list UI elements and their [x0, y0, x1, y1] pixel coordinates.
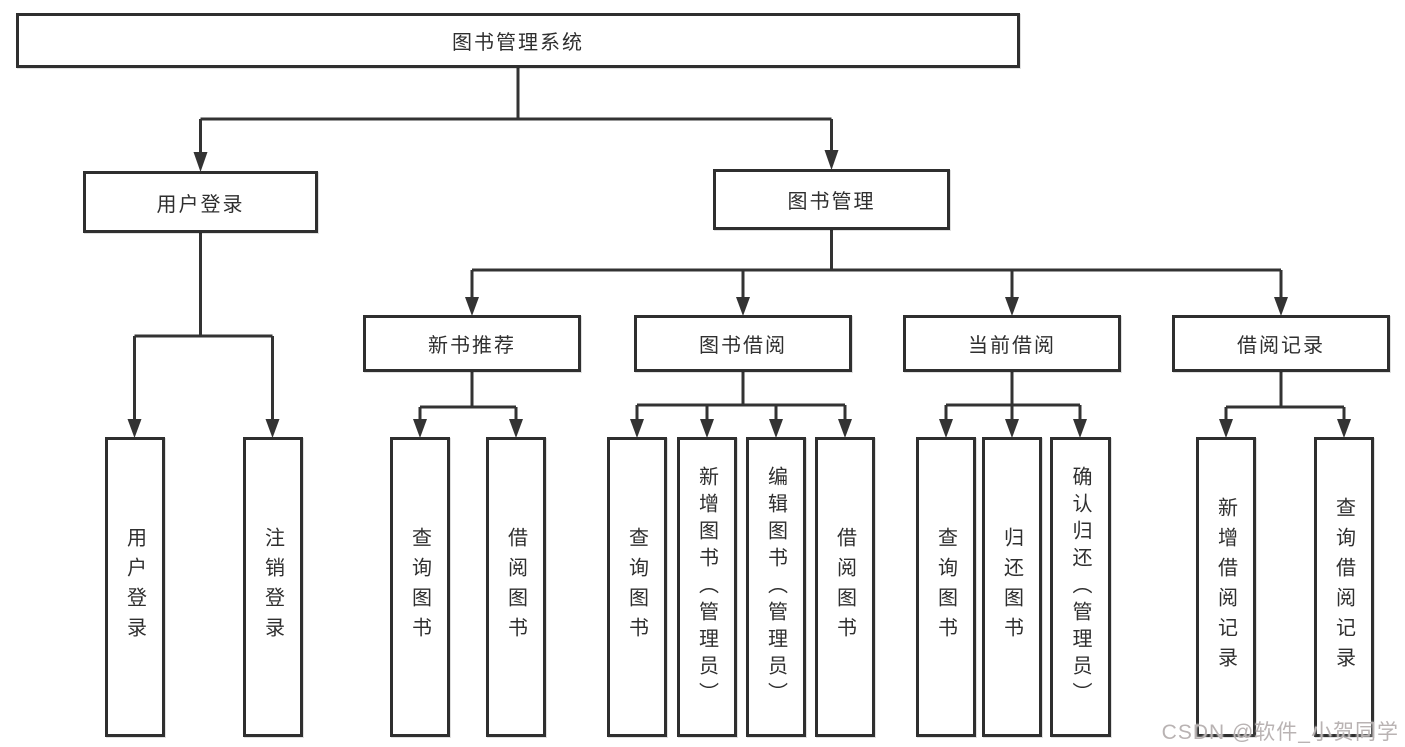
leaf-newbooks-query: 查询图书	[390, 437, 450, 737]
node-book-borrow: 图书借阅	[634, 315, 852, 372]
leaf-logout-label: 注销登录	[261, 527, 284, 647]
edge-borrowrecords-to-leaves	[1219, 372, 1351, 438]
leaf-records-add: 新增借阅记录	[1196, 437, 1256, 737]
leaf-records-query: 查询借阅记录	[1314, 437, 1374, 737]
node-book-management-branch: 图书管理	[713, 169, 950, 230]
node-root-label: 图书管理系统	[452, 32, 584, 54]
edge-root-to-level2	[193, 68, 839, 172]
node-user-login-branch-label: 用户登录	[156, 193, 245, 216]
leaf-bookborrow-edit-admin-label: 编辑图书（管理员）	[764, 465, 787, 709]
node-book-borrow-label: 图书借阅	[699, 335, 787, 357]
leaf-currentborrow-confirm-admin-label: 确认归还（管理员）	[1069, 465, 1091, 709]
edge-bookborrow-to-leaves	[630, 372, 852, 438]
leaf-user-login: 用户登录	[105, 437, 165, 737]
edge-currentborrow-to-leaves	[939, 372, 1087, 438]
leaf-records-query-label: 查询借阅记录	[1332, 497, 1355, 677]
leaf-newbooks-borrow-label: 借阅图书	[504, 527, 527, 647]
leaf-bookborrow-borrow: 借阅图书	[815, 437, 875, 737]
node-user-login-branch: 用户登录	[83, 171, 318, 233]
leaf-currentborrow-return: 归还图书	[982, 437, 1042, 737]
leaf-newbooks-query-label: 查询图书	[408, 527, 431, 647]
leaf-user-login-label: 用户登录	[123, 527, 146, 647]
edge-management-to-level3	[465, 230, 1288, 316]
csdn-watermark: CSDN @软件_小贺同学	[1161, 721, 1399, 744]
leaf-bookborrow-add-admin: 新增图书（管理员）	[677, 437, 737, 737]
node-new-book-recommend: 新书推荐	[363, 315, 581, 372]
node-borrow-records-label: 借阅记录	[1237, 335, 1325, 357]
leaf-bookborrow-add-admin-label: 新增图书（管理员）	[695, 465, 718, 709]
leaf-currentborrow-query: 查询图书	[916, 437, 976, 737]
node-current-borrow: 当前借阅	[903, 315, 1121, 372]
node-book-management-branch-label: 图书管理	[787, 191, 876, 213]
leaf-logout: 注销登录	[243, 437, 303, 737]
edge-login-to-leaves	[127, 233, 280, 438]
leaf-bookborrow-borrow-label: 借阅图书	[833, 527, 856, 647]
leaf-currentborrow-confirm-admin: 确认归还（管理员）	[1050, 437, 1111, 737]
leaf-records-add-label: 新增借阅记录	[1214, 497, 1237, 677]
leaf-currentborrow-return-label: 归还图书	[1000, 527, 1023, 647]
node-borrow-records: 借阅记录	[1172, 315, 1390, 372]
leaf-currentborrow-query-label: 查询图书	[934, 527, 957, 647]
node-current-borrow-label: 当前借阅	[968, 335, 1056, 357]
leaf-bookborrow-edit-admin: 编辑图书（管理员）	[746, 437, 806, 737]
leaf-newbooks-borrow: 借阅图书	[486, 437, 546, 737]
node-root-system: 图书管理系统	[16, 13, 1020, 68]
leaf-bookborrow-query-label: 查询图书	[625, 527, 648, 647]
node-new-book-recommend-label: 新书推荐	[428, 335, 516, 357]
edge-newbooks-to-leaves	[413, 372, 523, 438]
leaf-bookborrow-query: 查询图书	[607, 437, 667, 737]
